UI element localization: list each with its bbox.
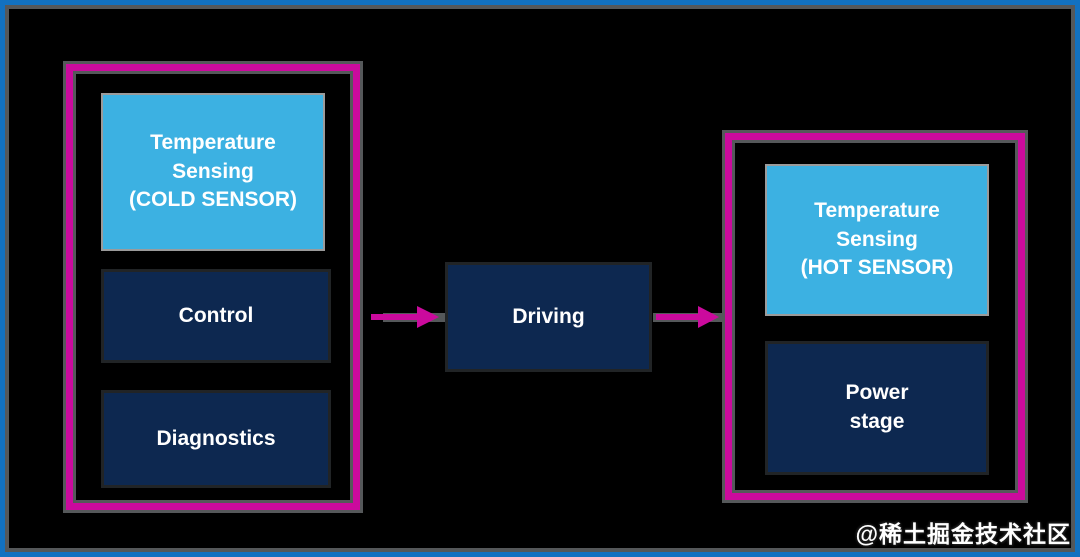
block-control: Control: [101, 269, 331, 363]
block-temperature-sensing-hot-label: Temperature Sensing (HOT SENSOR): [800, 198, 954, 280]
block-temperature-sensing-hot: Temperature Sensing (HOT SENSOR): [765, 164, 989, 316]
block-diagnostics: Diagnostics: [101, 390, 331, 488]
block-driving-label: Driving: [512, 304, 585, 328]
arrow-right-icon: [653, 306, 723, 328]
hot-side-group-frame: [725, 133, 1025, 500]
block-temperature-sensing-cold: Temperature Sensing (COLD SENSOR): [101, 93, 325, 251]
cold-side-group-frame: [66, 64, 360, 510]
block-power-stage: Power stage: [765, 341, 989, 475]
block-diagnostics-label: Diagnostics: [156, 426, 276, 450]
block-driving: Driving: [445, 262, 652, 372]
block-power-stage-label: Power stage: [845, 381, 909, 433]
block-temperature-sensing-cold-label: Temperature Sensing (COLD SENSOR): [129, 130, 297, 212]
arrow-right-icon: [371, 306, 449, 328]
watermark: @稀土掘金技术社区: [855, 521, 1071, 547]
block-control-label: Control: [178, 303, 254, 327]
